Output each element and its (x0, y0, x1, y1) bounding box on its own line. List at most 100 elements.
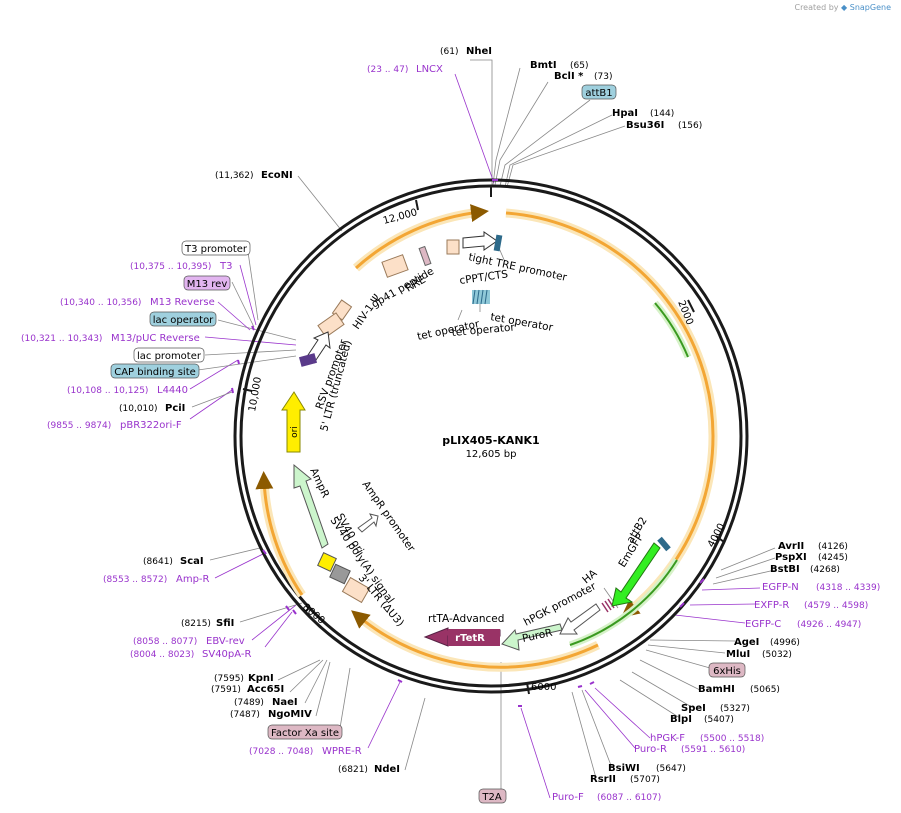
rtetr-box (448, 629, 500, 646)
pos-mlui: (5032) (762, 650, 792, 660)
tick-12000: 12,000 (382, 207, 419, 227)
credit-brand: SnapGene (849, 3, 891, 12)
primer-m13-reverse: M13 Reverse (150, 297, 215, 308)
range-egfp-n: (4318 .. 4339) (816, 583, 880, 593)
primer-lncx: LNCX (416, 64, 443, 75)
primer-exfp-r: EXFP-R (754, 600, 789, 611)
box-factor-xa-site: Factor Xa site (271, 728, 339, 739)
range-egfp-c: (4926 .. 4947) (797, 620, 861, 630)
boxed-labels: attB1 6xHis T2A Factor Xa site T3 promot… (110, 84, 746, 804)
enzyme-hpai: HpaI (612, 108, 638, 119)
snapgene-credit: Created by ◆ SnapGene (794, 3, 891, 12)
enzyme-bamhi: BamHI (698, 684, 735, 695)
enzyme-naei: NaeI (272, 697, 298, 708)
pos-bmti: (65) (570, 61, 588, 71)
pos-pspxi: (4245) (818, 553, 848, 563)
primer-l4440: L4440 (157, 385, 188, 396)
pos-nhei: (61) (440, 47, 458, 57)
primer-pbr322ori-f: pBR322ori-F (120, 420, 182, 431)
label-rtta-advanced: rtTA-Advanced (428, 613, 504, 625)
puror-arrow (501, 623, 563, 651)
primer-labels: (23 .. 47) LNCX EGFP-N (4318 .. 4339) EX… (21, 64, 880, 803)
attb2-box (657, 536, 671, 552)
tre-promoter-arrow (462, 231, 498, 251)
pos-agei: (4996) (770, 638, 800, 648)
ampr-promoter-arrow (357, 513, 379, 533)
label-puror: PuroR (521, 627, 553, 645)
range-sv40pa-r: (8004 .. 8023) (130, 650, 194, 660)
enzyme-bcli: BclI * (554, 71, 584, 82)
pos-bcli: (73) (594, 72, 612, 82)
gp41-box (418, 245, 432, 267)
rtetr-label: rTetR (455, 633, 485, 644)
enzyme-blpi: BlpI (670, 714, 692, 725)
enzyme-bsiwi: BsiWI (608, 763, 640, 774)
tick-marks (242, 185, 725, 695)
snapgene-logo-icon: ◆ (841, 3, 848, 12)
ori-label: ori (290, 426, 300, 438)
pos-spei: (5327) (720, 704, 750, 714)
pos-sfii: (8215) (181, 619, 211, 629)
ampr-arrow (293, 463, 329, 549)
primer-egfp-n: EGFP-N (762, 582, 799, 593)
pos-kpni: (7595) (214, 674, 244, 684)
primer-ebv-rev: EBV-rev (206, 636, 245, 647)
label-ha: HA (580, 567, 600, 586)
tick-10000: 10,000 (247, 376, 264, 412)
primer-m13-puc-reverse: M13/pUC Reverse (111, 333, 200, 344)
enzyme-pcii: PciI (165, 403, 185, 414)
range-puro-r: (5591 .. 5610) (681, 745, 745, 755)
box-6xhis: 6xHis (713, 666, 741, 677)
enzyme-bstbi: BstBI (770, 564, 800, 575)
plasmid-name: pLIX405-KANK1 (442, 434, 539, 447)
enzyme-rsrii: RsrII (590, 774, 616, 785)
range-l4440: (10,108 .. 10,125) (67, 386, 148, 396)
enzyme-agei: AgeI (734, 637, 759, 648)
box-t2a: T2A (481, 792, 501, 803)
sv40-polya-box (329, 563, 351, 585)
ltr5-box (317, 312, 345, 338)
primer-puro-r: Puro-R (634, 744, 667, 755)
primer-hpgk-f: hPGK-F (650, 733, 685, 744)
box-lac-operator: lac operator (153, 315, 214, 326)
box-t3-promoter: T3 promoter (184, 244, 248, 255)
range-ebv-rev: (8058 .. 8077) (133, 637, 197, 647)
credit-prefix: Created by (794, 3, 839, 12)
pos-econi: (11,362) (215, 171, 254, 181)
primer-t3: T3 (219, 261, 232, 272)
label-hpgk-promoter: hPGK promoter (522, 580, 599, 629)
range-lncx: (23 .. 47) (367, 65, 408, 75)
pos-ngomiv: (7487) (230, 710, 260, 720)
pos-hpai: (144) (650, 109, 674, 119)
primer-wpre-r: WPRE-R (322, 746, 362, 757)
sv40-ori-box (317, 552, 337, 572)
rre-box (381, 254, 409, 278)
range-pbr322ori-f: (9855 .. 9874) (47, 421, 111, 431)
pos-bstbi: (4268) (810, 565, 840, 575)
label-tet-operator-3: tet operator (451, 321, 516, 339)
range-t3: (10,375 .. 10,395) (130, 262, 211, 272)
enzyme-labels: (61) NheI BmtI (65) BclI * (73) HpaI (14… (119, 46, 848, 785)
pos-bsu36i: (156) (678, 121, 702, 131)
primer-amp-r: Amp-R (176, 574, 210, 585)
enzyme-bsu36i: Bsu36I (626, 120, 664, 131)
box-attb1: attB1 (585, 88, 612, 99)
enzyme-mlui: MluI (726, 649, 750, 660)
pos-bamhi: (5065) (750, 685, 780, 695)
enzyme-nhei: NheI (466, 46, 492, 57)
enzyme-scai: ScaI (180, 556, 204, 567)
range-wpre-r: (7028 .. 7048) (249, 747, 313, 757)
range-puro-f: (6087 .. 6107) (597, 793, 661, 803)
enzyme-bmti: BmtI (530, 60, 557, 71)
feature-shapes: ori rTetR (281, 231, 671, 651)
plasmid-size: 12,605 bp (466, 449, 517, 460)
tick-8000: 8000 (300, 602, 327, 627)
enzyme-ngomiv: NgoMIV (268, 709, 312, 720)
pos-blpi: (5407) (704, 715, 734, 725)
ltr3-box (341, 576, 371, 604)
lac-cluster (298, 353, 318, 367)
ori-arrow (281, 391, 306, 453)
pos-rsrii: (5707) (630, 775, 660, 785)
primer-egfp-c: EGFP-C (745, 619, 781, 630)
